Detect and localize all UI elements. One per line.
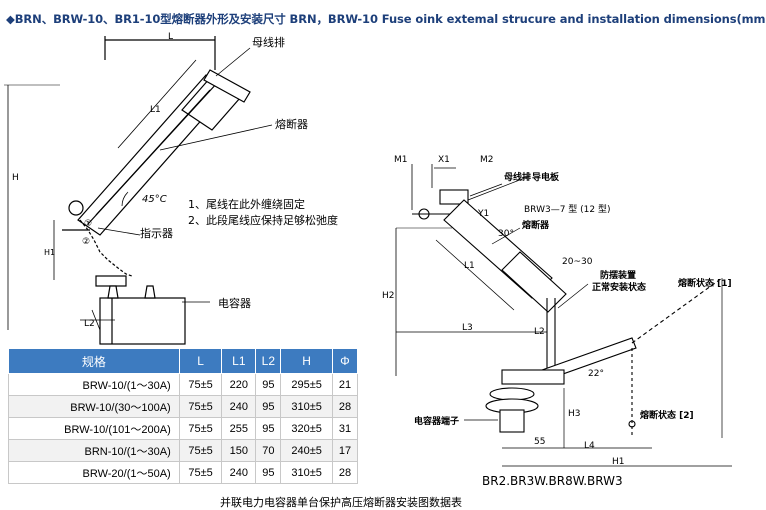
label-L1-r: L1 bbox=[464, 261, 475, 271]
note-2: 2、此段尾线应保持足够松弛度 bbox=[188, 213, 338, 227]
label-X1: X1 bbox=[438, 155, 450, 165]
label-L3: L3 bbox=[462, 323, 473, 333]
table-cell: 95 bbox=[255, 373, 282, 396]
col-header: H bbox=[280, 348, 333, 374]
label-normal-state: 正常安装状态 bbox=[592, 281, 646, 293]
table-cell: 75±5 bbox=[178, 417, 223, 440]
figure-caption: 并联电力电容器单台保护高压熔断器安装图数据表 bbox=[220, 496, 462, 509]
dim-L2: L2 bbox=[84, 319, 95, 329]
busbar-block bbox=[439, 189, 469, 205]
label-angle30: 30° bbox=[498, 229, 514, 239]
table-row: BRW-10/(30～100A) 75±5 240 95 310±5 28 bbox=[8, 395, 359, 418]
label-capacitor: 电容器 bbox=[218, 296, 251, 310]
table-cell: 75±5 bbox=[178, 439, 223, 462]
table-cell: 95 bbox=[255, 417, 282, 440]
table-cell: 75±5 bbox=[178, 395, 223, 418]
label-fuse-r: 熔断器 bbox=[522, 219, 550, 231]
label-brw-model: BRW3—7 型 (12 型) bbox=[524, 204, 610, 215]
table-cell: 150 bbox=[221, 439, 257, 462]
col-header: L1 bbox=[221, 348, 257, 374]
marker-1: ① bbox=[84, 219, 92, 229]
table-cell: 75±5 bbox=[178, 461, 223, 484]
dim-H: H bbox=[12, 173, 19, 183]
table-cell: 240 bbox=[221, 395, 257, 418]
table-cell: 95 bbox=[255, 461, 282, 484]
table-cell: BRW-20/(1～50A) bbox=[8, 461, 180, 484]
insulator-shed-1 bbox=[489, 387, 535, 401]
label-L2-r: L2 bbox=[534, 327, 545, 337]
dim-L: L bbox=[168, 32, 173, 42]
table-cell: BRW-10/(30～100A) bbox=[8, 395, 180, 418]
base-bracket bbox=[501, 369, 565, 385]
table-cell: 75±5 bbox=[178, 373, 223, 396]
label-anti-drop: 防摆装置 bbox=[600, 269, 636, 281]
col-header: Φ bbox=[331, 348, 359, 374]
bushing-1 bbox=[107, 285, 119, 299]
left-installation-diagram: 母线排 熔断器 指示器 电容器 1、尾线在此外缠绕固定 2、此段尾线应保持足够松… bbox=[4, 32, 338, 345]
table-row: BRN-10/(1～30A) 75±5 150 70 240±5 17 bbox=[8, 439, 359, 462]
label-indicator: 指示器 bbox=[140, 226, 173, 240]
table-cell: 28 bbox=[331, 395, 359, 418]
table-cell: 31 bbox=[331, 417, 359, 440]
table-cell: 240±5 bbox=[280, 439, 333, 462]
table-cell: 70 bbox=[255, 439, 282, 462]
label-M2: M2 bbox=[480, 155, 494, 165]
label-H3: H3 bbox=[568, 409, 581, 419]
blown-line-1 bbox=[631, 277, 723, 344]
busbar bbox=[203, 69, 251, 103]
col-header: L2 bbox=[255, 348, 282, 374]
label-model-line: BR2.BR3W.BR8W.BRW3 bbox=[482, 474, 623, 488]
table-cell: 28 bbox=[331, 461, 359, 484]
label-blown-state-2: 熔断状态 [2] bbox=[640, 409, 694, 421]
table-row: BRW-10/(1～30A) 75±5 220 95 295±5 21 bbox=[8, 373, 359, 396]
right-installation-diagram: M1 X1 M2 母线排 导电板 BRW3—7 型 (12 型) 熔断器 Y1 … bbox=[382, 155, 732, 488]
col-header: 规格 bbox=[8, 348, 180, 374]
col-header: L bbox=[178, 348, 223, 374]
label-Y1: Y1 bbox=[477, 209, 489, 219]
table-cell: 220 bbox=[221, 373, 257, 396]
spec-table: 规格 L L1 L2 H Φ BRW-10/(1～30A) 75±5 220 9… bbox=[8, 348, 359, 484]
label-capacitor-terminal: 电容器端子 bbox=[414, 415, 459, 427]
table-row: BRW-10/(101～200A) 75±5 255 95 320±5 31 bbox=[8, 417, 359, 440]
label-L4: L4 bbox=[584, 441, 595, 451]
label-fuse: 熔断器 bbox=[275, 117, 308, 131]
table-cell: 310±5 bbox=[280, 395, 333, 418]
label-busbar: 母线排 bbox=[252, 35, 285, 49]
table-cell: BRW-10/(101～200A) bbox=[8, 417, 180, 440]
label-angle22: 22° bbox=[588, 369, 604, 379]
label-H2: H2 bbox=[382, 291, 395, 301]
table-cell: 310±5 bbox=[280, 461, 333, 484]
table-cell: 255 bbox=[221, 417, 257, 440]
indicator-ball bbox=[68, 200, 84, 216]
label-20-30: 20~30 bbox=[562, 257, 593, 267]
table-row: BRW-20/(1～50A) 75±5 240 95 310±5 28 bbox=[8, 461, 359, 484]
table-cell: 17 bbox=[331, 439, 359, 462]
bushing-2 bbox=[144, 285, 156, 299]
table-cell: BRN-10/(1～30A) bbox=[8, 439, 180, 462]
note-1: 1、尾线在此外缠绕固定 bbox=[188, 197, 305, 211]
label-conductor-plate: 导电板 bbox=[532, 171, 560, 183]
page-title: ◆BRN、BRW-10、BR1-10型熔断器外形及安装尺寸 BRN，BRW-10… bbox=[6, 12, 766, 26]
capacitor-body bbox=[99, 297, 186, 345]
label-blown-state-1: 熔断状态 [1] bbox=[678, 277, 732, 289]
label-H1-r: H1 bbox=[612, 457, 625, 467]
table-header-row: 规格 L L1 L2 H Φ bbox=[8, 348, 359, 374]
dim-L1: L1 bbox=[150, 105, 161, 115]
table-cell: BRW-10/(1～30A) bbox=[8, 373, 180, 396]
dim-H1: H1 bbox=[44, 248, 55, 257]
angle-label: 45°C bbox=[142, 194, 167, 205]
table-cell: 95 bbox=[255, 395, 282, 418]
label-busbar-r: 母线排 bbox=[504, 171, 531, 183]
table-cell: 240 bbox=[221, 461, 257, 484]
table-cell: 21 bbox=[331, 373, 359, 396]
label-55: 55 bbox=[534, 437, 545, 447]
tail-wire bbox=[79, 219, 133, 277]
table-cell: 295±5 bbox=[280, 373, 333, 396]
label-M1: M1 bbox=[394, 155, 408, 165]
marker-2: ② bbox=[82, 237, 90, 247]
table-cell: 320±5 bbox=[280, 417, 333, 440]
